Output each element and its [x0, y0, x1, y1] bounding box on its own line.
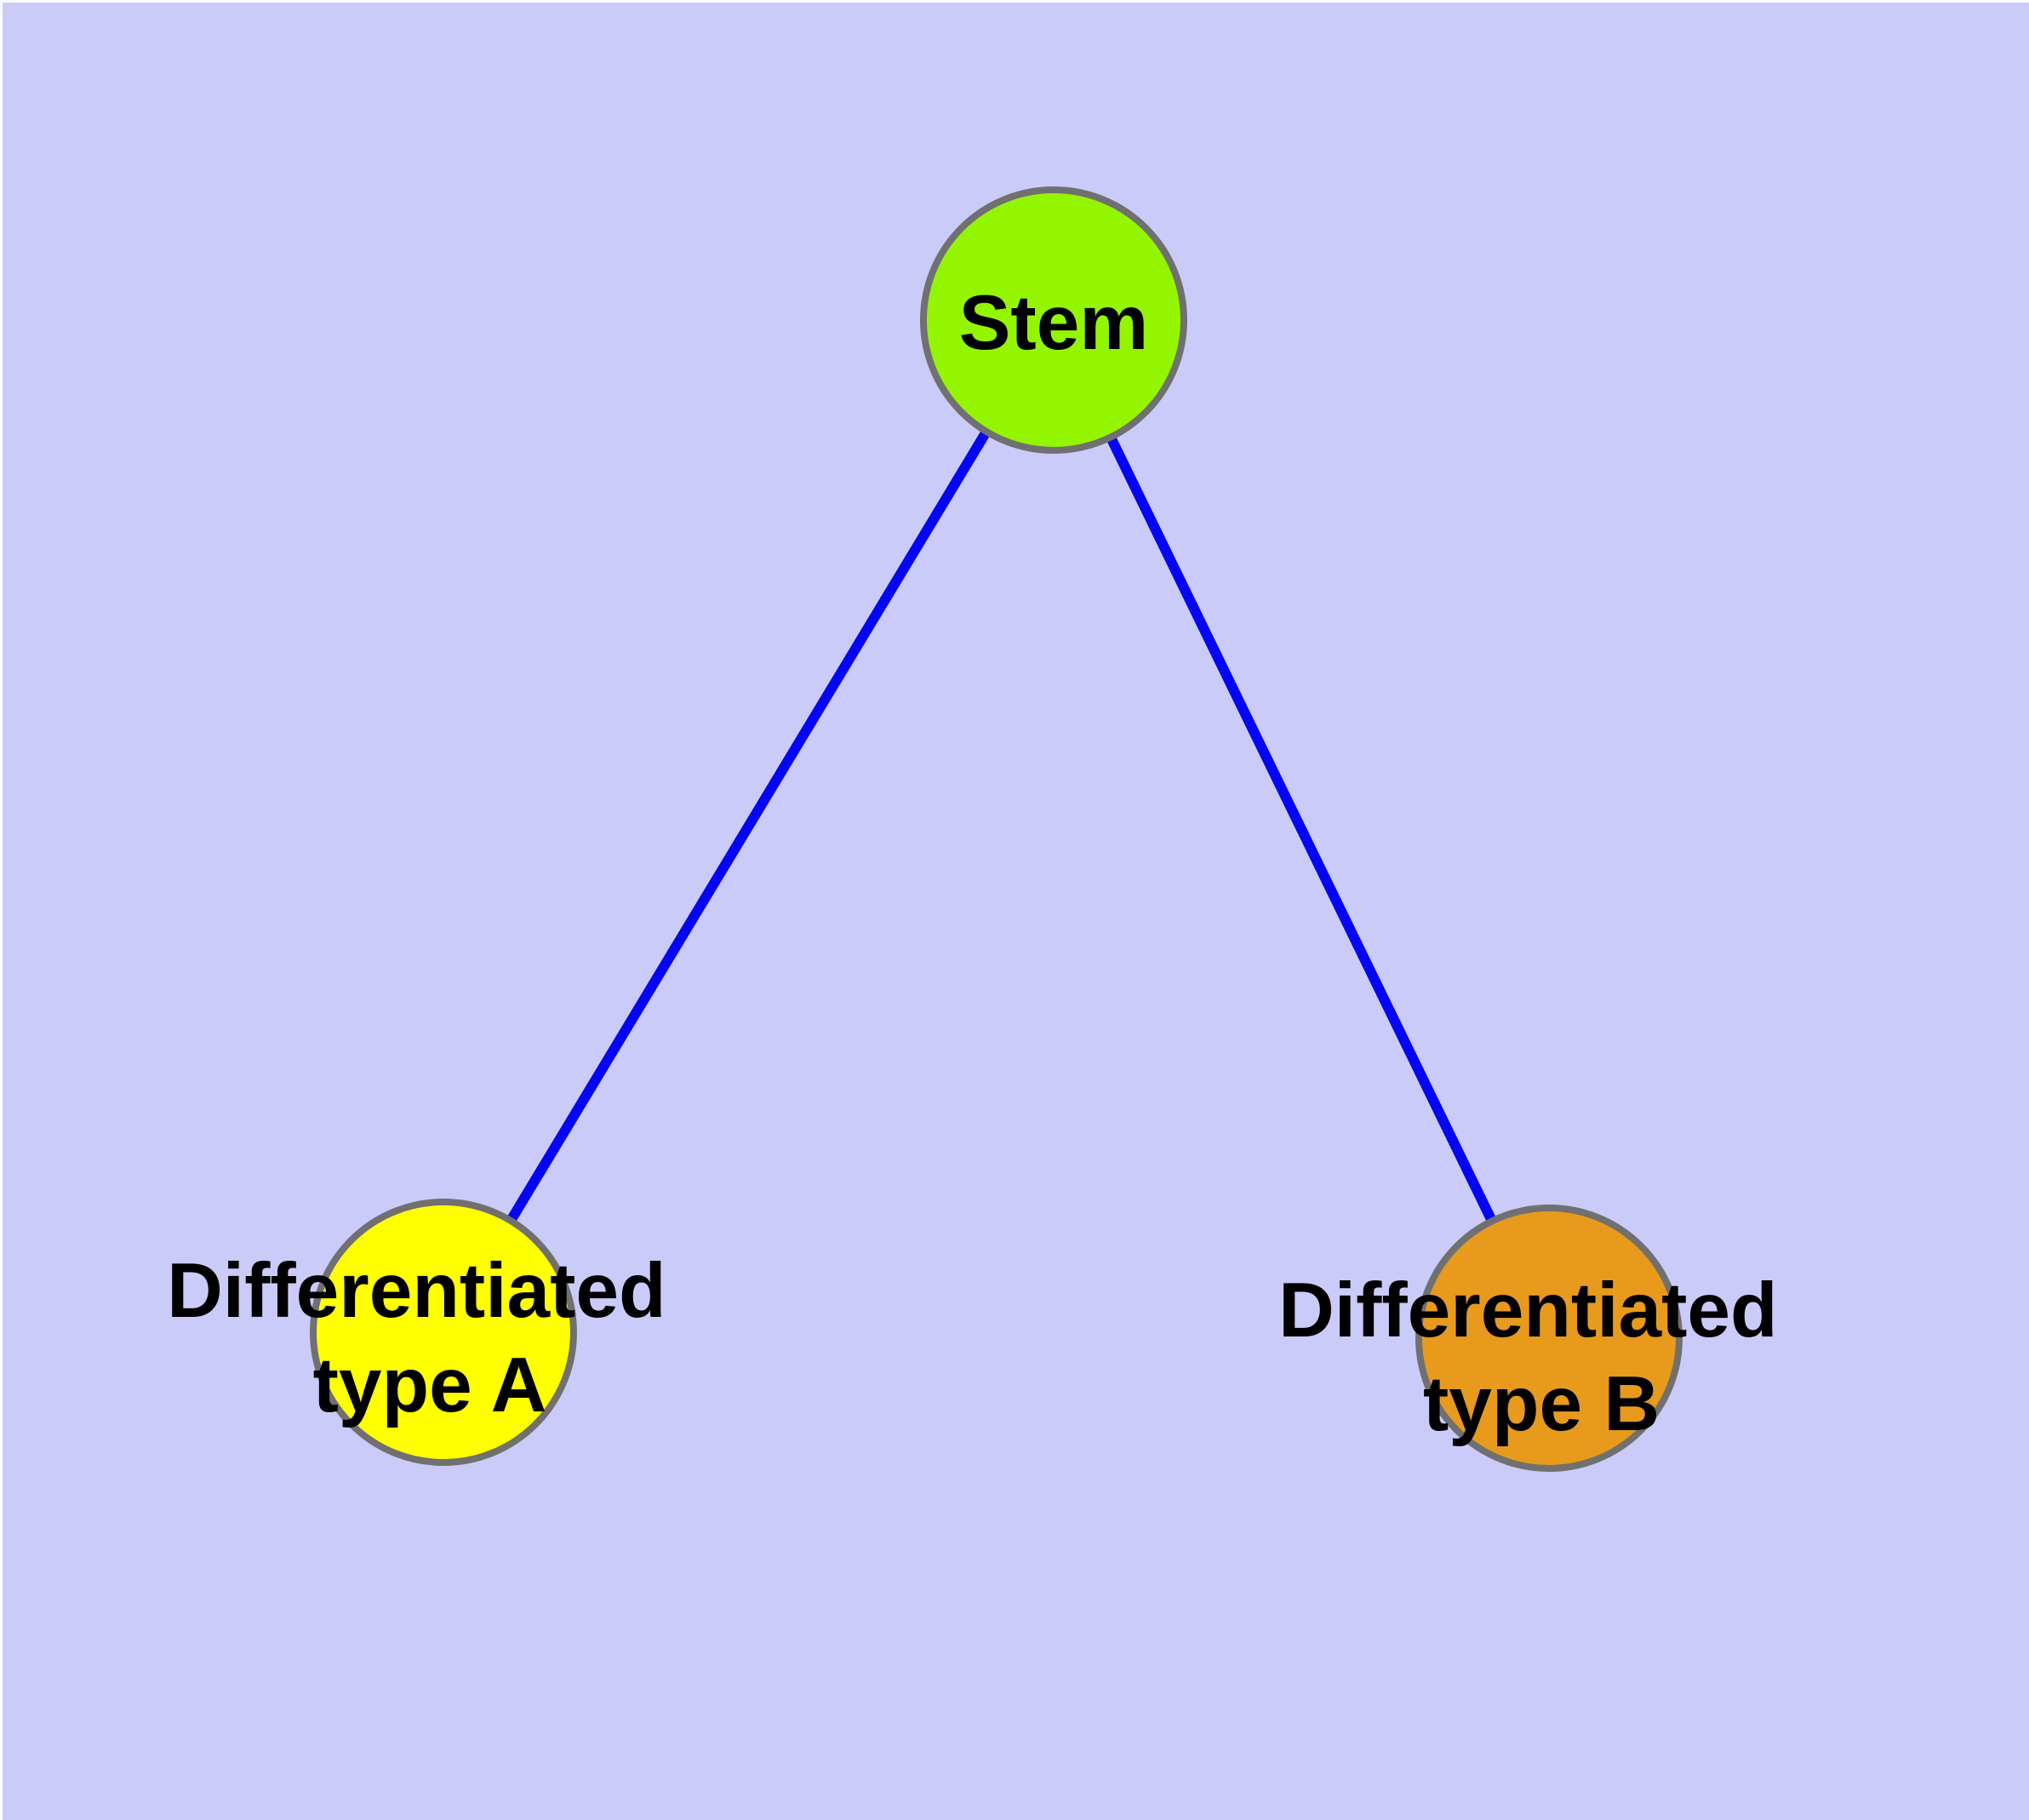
node-type-a-label: Differentiated type A — [167, 1248, 688, 1428]
edge-stem-to-type-a — [438, 317, 1059, 1336]
node-stem-circle — [920, 186, 1187, 454]
node-type-a-circle — [310, 1199, 577, 1466]
node-type-b-label-line2: type B — [1423, 1361, 1660, 1447]
node-stem: Stem — [920, 186, 1187, 454]
node-differentiated-type-b: Differentiated type B — [1278, 1205, 1799, 1472]
node-type-a-label-line1: Differentiated — [167, 1248, 666, 1334]
edge-stem-to-type-b — [1049, 318, 1554, 1341]
node-type-a-label-line2: type A — [313, 1342, 547, 1428]
node-type-b-label: Differentiated type B — [1278, 1268, 1799, 1447]
node-differentiated-type-a: Differentiated type A — [167, 1199, 688, 1466]
node-type-b-label-line1: Differentiated — [1278, 1268, 1778, 1354]
node-type-b-circle — [1415, 1205, 1683, 1472]
node-stem-label: Stem — [959, 280, 1149, 366]
